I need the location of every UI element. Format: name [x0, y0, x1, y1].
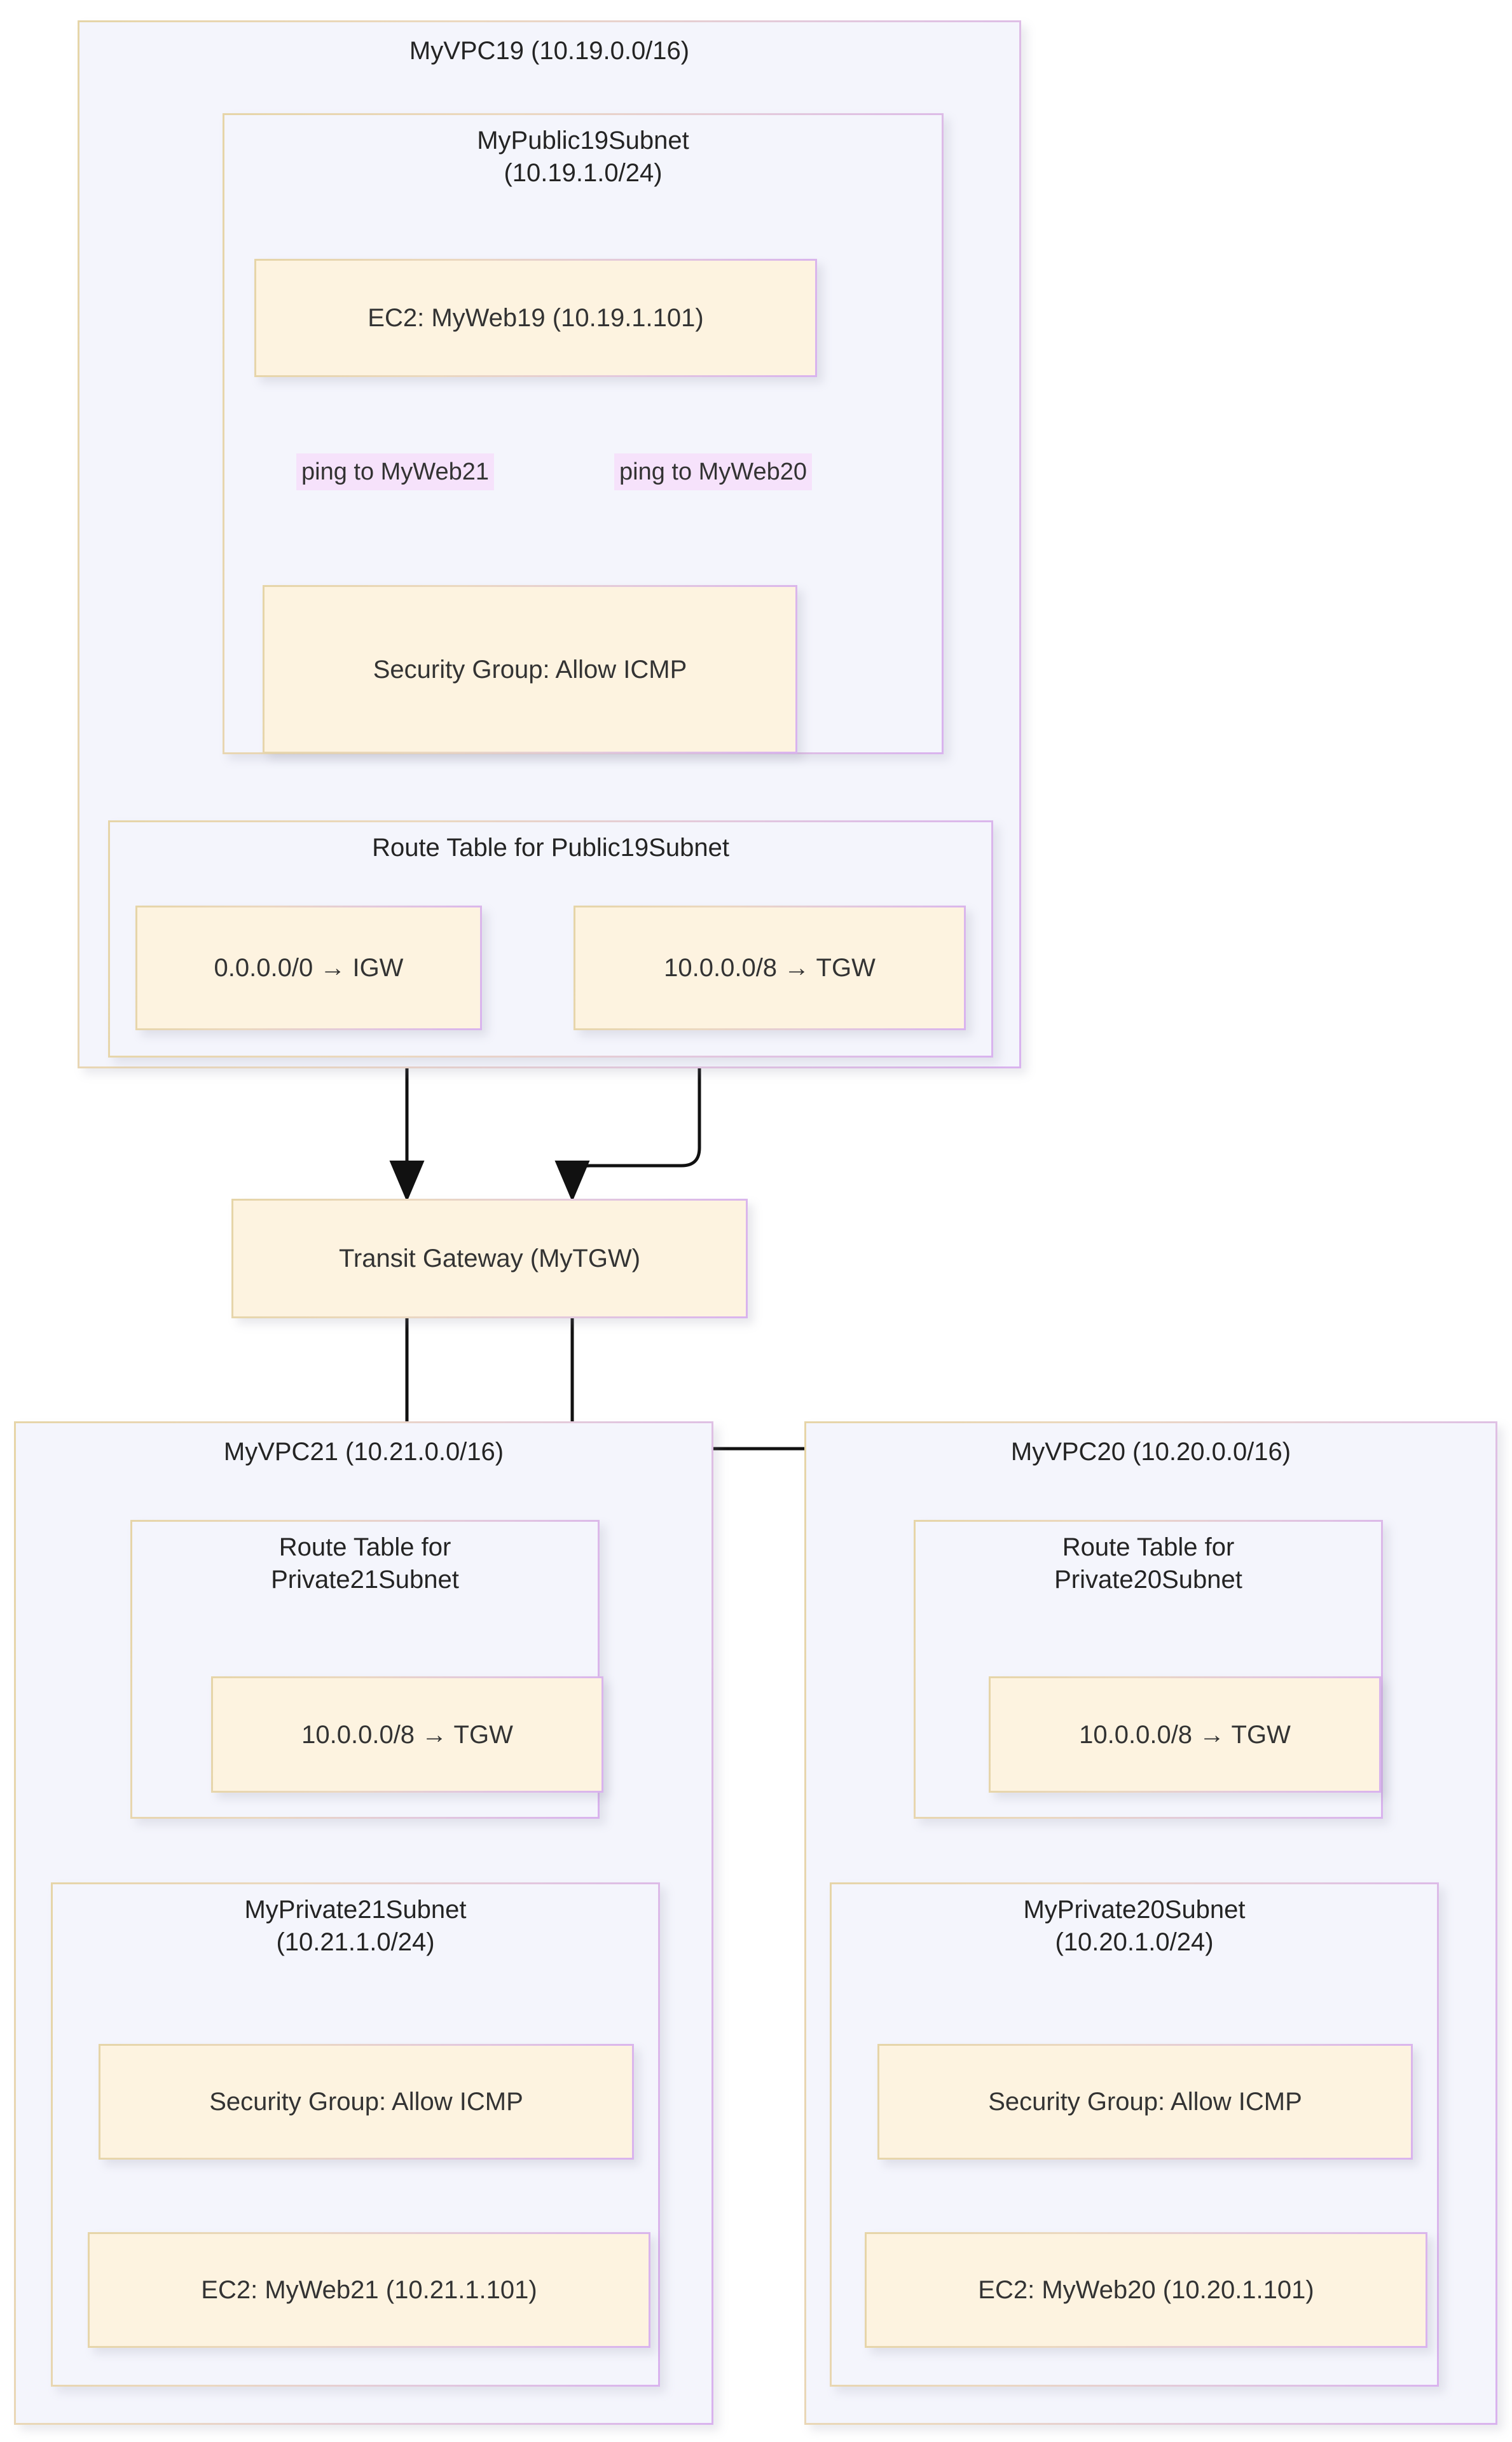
- edge-label-ping-to-myweb20: ping to MyWeb20: [614, 453, 813, 490]
- node-ec2-myweb19[interactable]: EC2: MyWeb19 (10.19.1.101): [254, 259, 817, 377]
- edge-label-ping-to-myweb21: ping to MyWeb21: [296, 453, 495, 490]
- node-security-group-20[interactable]: Security Group: Allow ICMP: [877, 2044, 1413, 2160]
- node-ec2-myweb20[interactable]: EC2: MyWeb20 (10.20.1.101): [865, 2232, 1427, 2348]
- node-route-10-8-tgw-19[interactable]: 10.0.0.0/8 → TGW: [574, 906, 966, 1030]
- node-route-default-igw[interactable]: 0.0.0.0/0 → IGW: [135, 906, 482, 1030]
- node-route-10-8-tgw-21[interactable]: 10.0.0.0/8 → TGW: [211, 1676, 603, 1793]
- node-ec2-myweb21[interactable]: EC2: MyWeb21 (10.21.1.101): [88, 2232, 650, 2348]
- node-transit-gateway[interactable]: Transit Gateway (MyTGW): [231, 1199, 748, 1318]
- edge-route-tgw19-to-tgw: [554, 1058, 701, 1202]
- node-route-10-8-tgw-20[interactable]: 10.0.0.0/8 → TGW: [989, 1676, 1381, 1793]
- node-security-group-19[interactable]: Security Group: Allow ICMP: [263, 585, 797, 754]
- node-security-group-21[interactable]: Security Group: Allow ICMP: [99, 2044, 634, 2160]
